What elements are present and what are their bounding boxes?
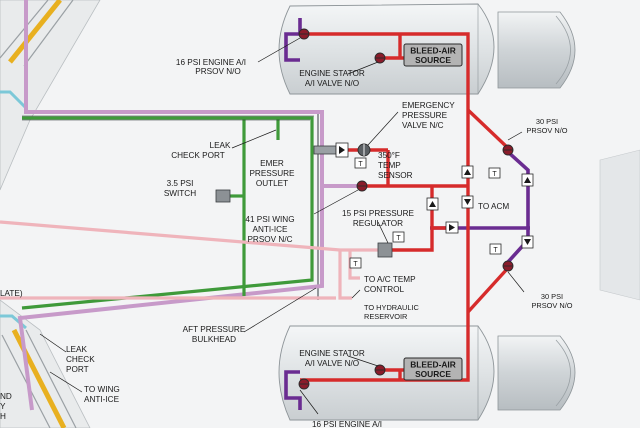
leak-top-line-2: CHECK PORT (171, 151, 225, 160)
emer-valve-line-1: EMERGENCY (402, 101, 455, 110)
stator-top-line-2: A/I VALVE N/O (305, 79, 359, 88)
aft-bulkhead-line-1: AFT PRESSURE (183, 325, 246, 334)
switch-line-1: 3.5 PSI (167, 179, 194, 188)
wing-prsov-line-1: 41 PSI WING (245, 215, 294, 224)
engine-nacelle-top (278, 3, 576, 95)
leak-bottom-line-1: LEAK (66, 345, 87, 354)
temp-sensor-line-1: 350°F (378, 151, 400, 160)
leak-bottom-line-3: PORT (66, 365, 89, 374)
emer-outlet-line-2: PRESSURE (249, 169, 295, 178)
prsov30-bottom-line-2: PRSOV N/O (531, 301, 572, 310)
check-valve-down-2 (521, 235, 534, 249)
bleed-bottom-label-2: SOURCE (415, 369, 451, 379)
t-marker-right-text: T (492, 171, 497, 178)
engine-ai-bottom-line: 16 PSI ENGINE A/I (312, 420, 382, 428)
temp-sensor-line-2: TEMP (378, 161, 401, 170)
prsov30-bottom-line-1: 30 PSI (541, 292, 563, 301)
green-line-outline (22, 115, 314, 121)
bleed-top-label-2: SOURCE (415, 55, 451, 65)
emergency-pressure-line (21, 116, 314, 310)
t-marker-lower-text: T (493, 247, 498, 254)
engine-ai-top-line-1: 16 PSI ENGINE A/I (176, 58, 246, 67)
check-valve-up-2 (426, 197, 439, 211)
stator-bottom-line-1: ENGINE STATOR (299, 349, 365, 358)
bleed-top-label-1: BLEED-AIR (410, 46, 456, 56)
t-marker-hydraulic-text: T (353, 261, 358, 268)
prsov30-top-line-1: 30 PSI (536, 117, 558, 126)
t-marker-sensor-text: T (358, 161, 363, 168)
engine-nacelle-bottom (278, 325, 576, 421)
emergency-pressure-valve (357, 143, 371, 157)
stator-bottom-line-2: A/I VALVE N/O (305, 359, 359, 368)
check-valve-up-1 (461, 165, 474, 179)
regulator-line-2: REGULATOR (353, 219, 403, 228)
wing-anti-ice-line (17, 0, 360, 411)
t-marker-regulator-text: T (396, 235, 401, 242)
to-hyd-line-2: RESERVOIR (364, 312, 407, 321)
check-valves (426, 165, 534, 249)
edge-fragment-3: H (0, 412, 6, 421)
check-valve-right (445, 221, 459, 234)
to-ac-line-2: CONTROL (364, 285, 404, 294)
t-marker-right: T (488, 167, 501, 179)
wing-anti-ice-prsov-valve (356, 180, 368, 192)
emergency-pressure-outlet (313, 142, 349, 158)
callout-leader-lines (39, 37, 525, 415)
engine-stator-valve-bottom (374, 364, 386, 376)
emer-outlet-line-3: OUTLET (256, 179, 288, 188)
to-hyd-line-1: TO HYDRAULIC (364, 303, 420, 312)
check-valve-down-1 (461, 195, 474, 209)
wing-prsov-line-3: PRSOV N/C (247, 235, 292, 244)
t-marker-hydraulic: T (349, 257, 362, 269)
leak-bottom-line-2: CHECK (66, 355, 95, 364)
prsov30-top-line-2: PRSOV N/O (526, 126, 567, 135)
temp-sensor-line-3: SENSOR (378, 171, 413, 180)
leak-top-line-1: LEAK (210, 141, 231, 150)
switch-line-2: SWITCH (164, 189, 196, 198)
callout-labels: 16 PSI ENGINE A/I PRSOV N/O ENGINE STATO… (0, 58, 573, 429)
bleed-air-source-top: BLEED-AIR SOURCE (403, 43, 463, 67)
t-marker-sensor: T (354, 157, 367, 169)
prsov-30-top-valve (502, 144, 514, 156)
regulator-line-1: 15 PSI PRESSURE (342, 209, 414, 218)
pressure-regulator (377, 242, 393, 258)
to-wing-line-1: TO WING (84, 385, 120, 394)
hydraulic-pressurization-line (0, 220, 378, 300)
prsov-30-bottom-valve (502, 260, 514, 272)
t-marker-lower: T (489, 243, 502, 255)
wing-prsov-line-2: ANTI-ICE (252, 225, 288, 234)
engine-ai-top-line-2: PRSOV N/O (195, 67, 241, 76)
engine-stator-valve-top (374, 52, 386, 64)
pressure-switch (215, 189, 231, 203)
bleed-air-source-bottom: BLEED-AIR SOURCE (403, 357, 463, 381)
temperature-sensor-markers: T T T T T (349, 157, 502, 269)
to-acm-label: TO ACM (478, 202, 509, 211)
check-valve-up-3 (521, 173, 534, 187)
t-marker-regulator: T (392, 231, 405, 243)
valve-symbols (298, 28, 514, 390)
stator-top-line-1: ENGINE STATOR (299, 69, 365, 78)
late-fragment: LATE) (0, 289, 23, 298)
bleed-bottom-label-1: BLEED-AIR (410, 360, 456, 370)
edge-fragment-1: ND (0, 392, 12, 401)
emer-valve-line-3: VALVE N/C (402, 121, 444, 130)
edge-fragment-2: Y (0, 402, 6, 411)
aft-bulkhead-line-2: BULKHEAD (192, 335, 236, 344)
emer-outlet-line-1: EMER (260, 159, 284, 168)
engine-ai-prsov-top-valve (298, 28, 310, 40)
engine-ai-prsov-bottom-valve (298, 378, 310, 390)
to-wing-line-2: ANTI-ICE (84, 395, 120, 404)
emer-valve-line-2: PRESSURE (402, 111, 448, 120)
to-ac-line-1: TO A/C TEMP (364, 275, 416, 284)
